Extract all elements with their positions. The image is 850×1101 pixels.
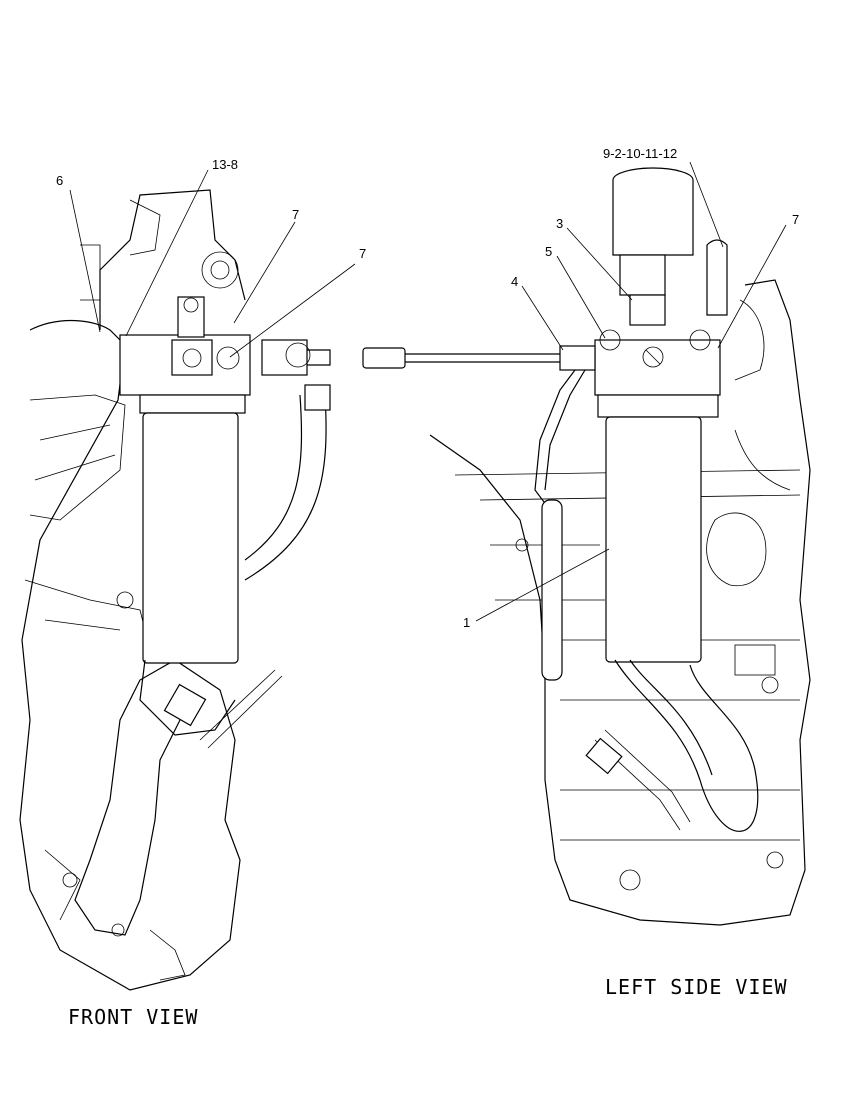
callout-13-8: 13-8 (212, 157, 238, 172)
callout-7-left: 7 (792, 212, 799, 227)
callout-4: 4 (511, 274, 518, 289)
callout-3: 3 (556, 216, 563, 231)
left-side-view-title: LEFT SIDE VIEW (605, 975, 788, 999)
front-view-drawing (19, 189, 331, 991)
callout-7-front-a: 7 (292, 207, 299, 222)
callout-5: 5 (545, 244, 552, 259)
callout-6: 6 (56, 173, 63, 188)
front-view-title: FRONT VIEW (68, 1005, 198, 1029)
leader-lines (69, 161, 787, 622)
callout-labels: 6 13-8 7 7 9-2-10-11-12 3 5 4 7 1 (56, 146, 799, 630)
callout-1: 1 (463, 615, 470, 630)
callout-7-front-b: 7 (359, 246, 366, 261)
callout-9-2-10-11-12: 9-2-10-11-12 (603, 146, 677, 161)
left-side-view-drawing (362, 167, 811, 926)
